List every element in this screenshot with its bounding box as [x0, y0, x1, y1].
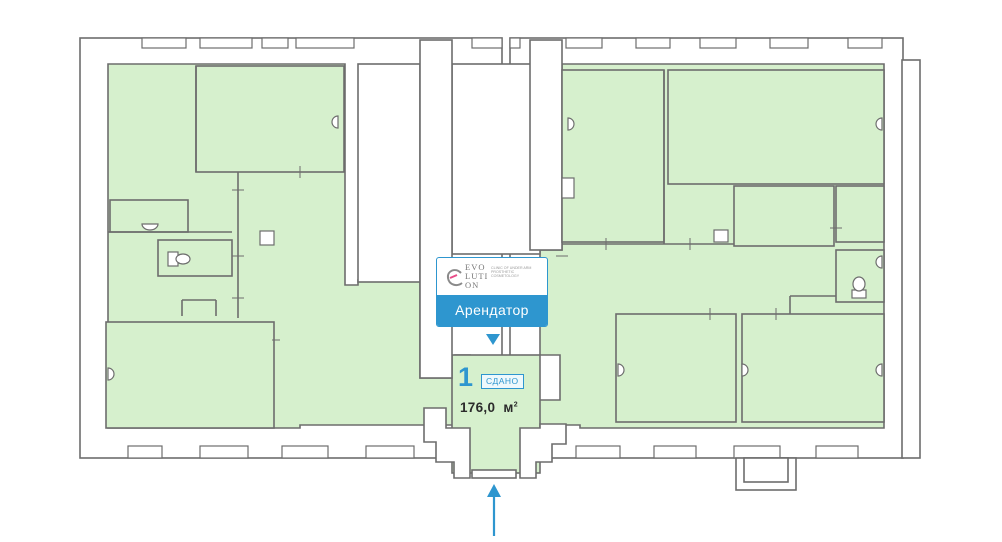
area-unit: м	[503, 400, 514, 415]
entrance-arrow-icon	[487, 484, 501, 536]
tenant-logo: EVO LUTI ON CLINIC OF UNDER ARM PROSTHET…	[445, 263, 541, 293]
room-left-top	[195, 65, 345, 173]
logo-mark-icon	[446, 269, 463, 287]
shaft	[259, 230, 275, 246]
logo-tagline: CLINIC OF UNDER ARM PROSTHETIC COSMETOLO…	[491, 266, 532, 278]
tenant-card[interactable]: EVO LUTI ON CLINIC OF UNDER ARM PROSTHET…	[436, 257, 548, 327]
entrance-jamb-left	[423, 407, 471, 479]
toilet-icon	[851, 276, 867, 299]
room-right-a	[561, 69, 665, 243]
central-pier	[419, 39, 453, 379]
windows-top	[141, 37, 883, 49]
pier-right	[529, 39, 563, 251]
windows-bottom	[127, 445, 859, 459]
washbasin-icon	[875, 255, 883, 269]
door-marks	[232, 166, 842, 341]
room-right-d	[835, 185, 885, 243]
room-right-e	[615, 313, 737, 423]
toilet-icon	[167, 251, 191, 267]
stair-hall-right	[451, 63, 541, 255]
room-right-c	[733, 185, 835, 247]
room-right-f	[741, 313, 885, 423]
entrance-jamb-right	[519, 423, 567, 479]
tenant-label: Арендатор	[437, 295, 547, 326]
logo-word: EVO LUTI ON	[465, 262, 489, 290]
washbasin-icon	[107, 367, 115, 381]
small-closet	[713, 229, 729, 243]
porch-inner	[743, 457, 789, 483]
unit-number[interactable]: 1	[458, 362, 474, 392]
washbasin-icon	[331, 115, 339, 129]
washbasin-icon	[875, 363, 883, 377]
area-unit-sup: 2	[513, 401, 518, 409]
status-badge: СДАНО	[481, 374, 524, 389]
washbasin-icon	[741, 363, 749, 377]
room-right-b	[667, 69, 885, 185]
washbasin-icon	[141, 223, 159, 231]
stair-hall-left	[357, 63, 421, 283]
small-closet	[561, 177, 575, 199]
washbasin-icon	[617, 363, 625, 377]
outer-wall-far-right	[901, 59, 921, 459]
room-left-bottom	[105, 321, 275, 429]
pointer-triangle-icon	[486, 334, 500, 345]
entrance-threshold	[471, 469, 517, 479]
washbasin-icon	[875, 117, 883, 131]
washbasin-icon	[567, 117, 575, 131]
unit-area: 176,0 м2	[460, 400, 518, 415]
area-value: 176,0	[460, 400, 496, 415]
